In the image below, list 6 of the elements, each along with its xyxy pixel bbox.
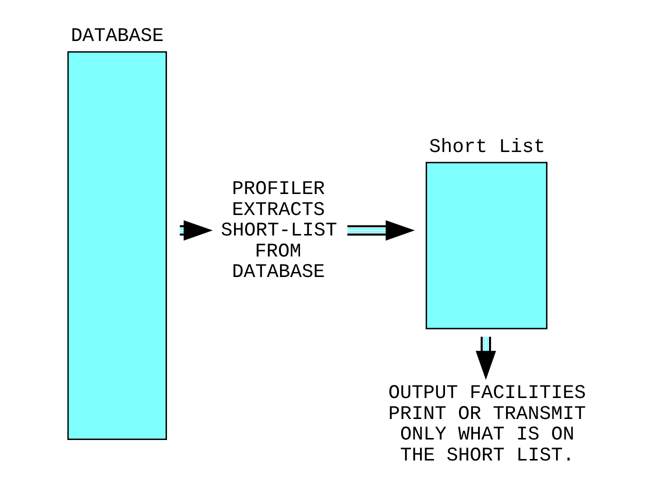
arrow bbox=[346, 220, 414, 241]
node-label: Short List bbox=[428, 136, 545, 158]
node-text: PROFILER EXTRACTS SHORT-LIST FROM DATABASE bbox=[220, 178, 337, 284]
node-text: OUTPUT FACILITIES PRINT OR TRANSMIT ONLY WHAT IS ON THE SHORT LIST. bbox=[388, 382, 586, 466]
arrow bbox=[475, 336, 496, 380]
node-label: DATABASE bbox=[70, 25, 164, 48]
